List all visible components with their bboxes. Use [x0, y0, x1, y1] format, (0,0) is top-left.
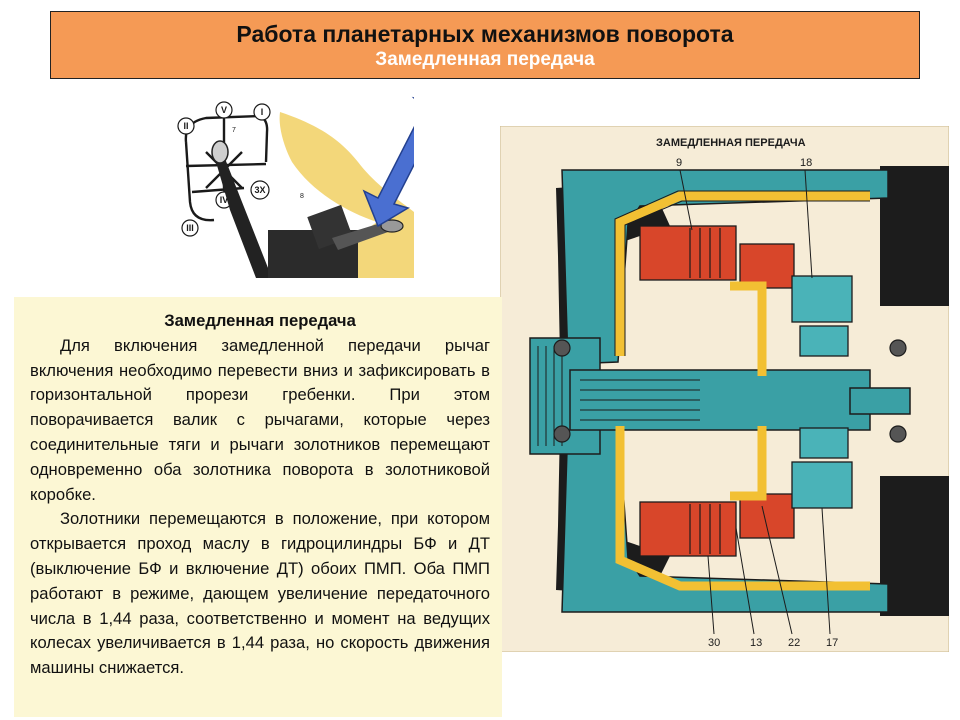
drawing-caption: ЗАМЕДЛЕННАЯ ПЕРЕДАЧА — [656, 137, 806, 149]
gate-label: V — [221, 105, 227, 115]
callout-label: 30 — [708, 637, 720, 649]
description-paragraph: Золотники перемещаются в положение, при … — [30, 509, 490, 678]
page-title: Работа планетарных механизмов поворота — [236, 21, 734, 47]
callout-label: 18 — [800, 157, 812, 169]
page-subtitle: Замедленная передача — [375, 49, 595, 70]
callout-label: 17 — [826, 637, 838, 649]
callout-label: 13 — [750, 637, 762, 649]
description-panel: Замедленная передача Для включения замед… — [14, 297, 502, 717]
gate-label: I — [261, 107, 264, 117]
part-label: 7 — [232, 127, 236, 134]
part-label: 8 — [300, 193, 304, 200]
planetary-mechanism-drawing: ЗАМЕДЛЕННАЯ ПЕРЕДАЧА 9 18 30 13 22 17 — [500, 126, 949, 652]
blue-arrow — [362, 96, 414, 228]
gate-label: 3X — [254, 185, 265, 195]
gate-label: II — [183, 121, 188, 131]
title-banner: Работа планетарных механизмов поворота З… — [50, 11, 920, 79]
shift-lever — [211, 140, 272, 278]
callout-label: 9 — [676, 157, 682, 169]
description-heading: Замедленная передача — [164, 311, 356, 330]
callout-label: 22 — [788, 637, 800, 649]
shift-lever-illustration: II V I IV III 3X 7 8 9 — [172, 92, 414, 278]
description-paragraph: Для включения замедленной передачи рычаг… — [30, 335, 490, 504]
gate-label: IV — [220, 195, 229, 205]
gate-label: III — [186, 223, 194, 233]
